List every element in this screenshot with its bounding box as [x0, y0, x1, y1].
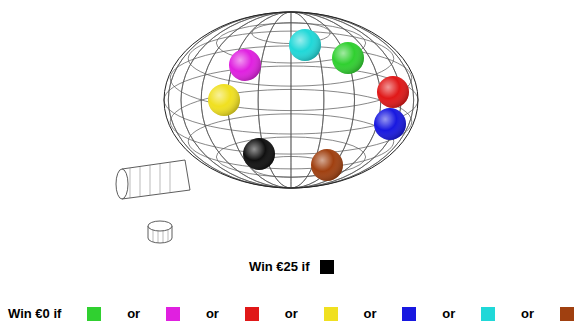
- meridian-line: [168, 12, 413, 188]
- meridian-line: [228, 12, 355, 188]
- latitude-line: [216, 137, 365, 177]
- ball: [208, 84, 240, 116]
- prize-text: Win €0 if: [8, 306, 61, 321]
- ball-shading: [243, 138, 275, 170]
- ball-color-swatch: [324, 307, 338, 321]
- urn-outline: [164, 12, 418, 188]
- ball: [332, 42, 364, 74]
- ball: [374, 108, 406, 140]
- ball: [243, 138, 275, 170]
- collection-cup: [148, 221, 172, 243]
- win-row: Win €25 if: [249, 259, 334, 274]
- meridian-line: [201, 12, 381, 188]
- urn-balls: [208, 29, 409, 181]
- ball-color-swatch: [402, 307, 416, 321]
- urn-wireframe: [164, 12, 418, 188]
- meridian-line: [181, 12, 401, 188]
- meridian-line: [228, 12, 355, 188]
- latitude-line: [170, 89, 412, 154]
- ball-color-swatch: [481, 307, 495, 321]
- meridian-line: [181, 12, 401, 188]
- ball-shading: [311, 149, 343, 181]
- lose-row: Win €0 if or or or or or or: [8, 306, 574, 321]
- ball-shading: [229, 49, 261, 81]
- spout-tube: [116, 160, 190, 199]
- or-text: or: [442, 306, 455, 321]
- ball: [289, 29, 321, 61]
- or-text: or: [363, 306, 376, 321]
- ball-shading: [289, 29, 321, 61]
- or-text: or: [521, 306, 534, 321]
- latitude-line: [188, 114, 393, 169]
- ball-color-swatch: [245, 307, 259, 321]
- meridian-line: [168, 12, 413, 188]
- meridian-line: [201, 12, 381, 188]
- ball: [311, 149, 343, 181]
- prize-text: Win €25 if: [249, 259, 310, 274]
- ball-shading: [208, 84, 240, 116]
- latitude-line: [170, 46, 412, 111]
- ball-shading: [377, 76, 409, 108]
- ball-shading: [374, 108, 406, 140]
- ball: [377, 76, 409, 108]
- ball-color-swatch: [320, 260, 334, 274]
- ball-color-swatch: [166, 307, 180, 321]
- or-text: or: [206, 306, 219, 321]
- ball-shading: [332, 42, 364, 74]
- ball: [229, 49, 261, 81]
- or-text: or: [285, 306, 298, 321]
- or-text: or: [127, 306, 140, 321]
- ball-color-swatch: [87, 307, 101, 321]
- ball-color-swatch: [560, 307, 574, 321]
